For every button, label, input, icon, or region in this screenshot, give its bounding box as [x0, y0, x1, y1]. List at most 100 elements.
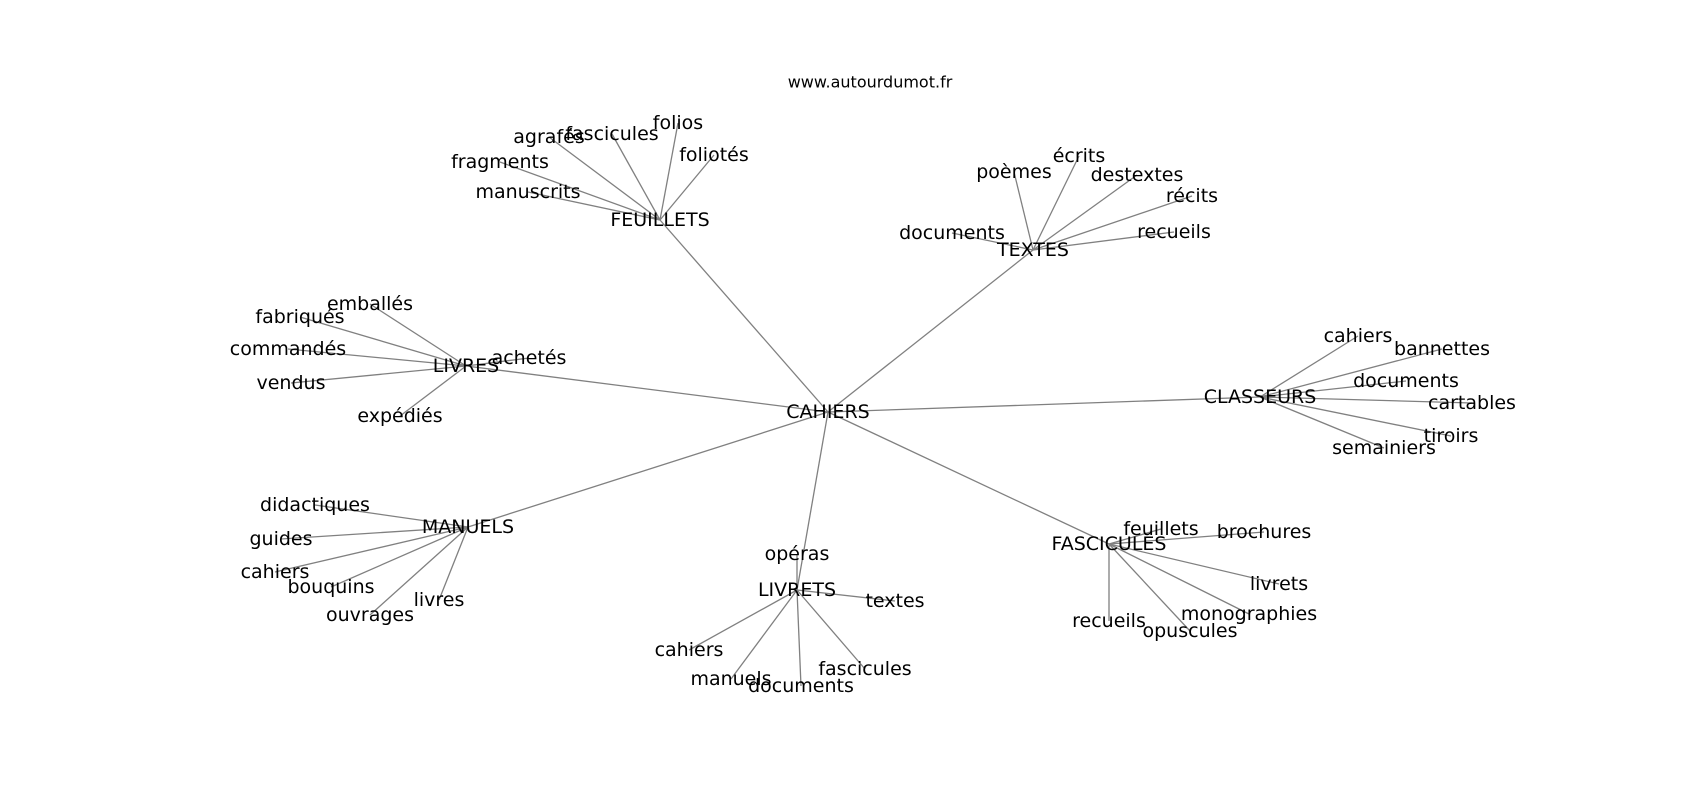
hub-node: LIVRETS — [758, 579, 836, 601]
edge-hub-to-word — [1108, 531, 1265, 545]
edge-hub-to-word — [287, 348, 467, 367]
edge-hub-to-word — [659, 154, 715, 221]
edge-hub-to-word — [1259, 380, 1407, 398]
edge-hub-to-word — [1032, 155, 1080, 251]
edge-center-to-hub — [827, 249, 1034, 413]
word-node: vendus — [257, 372, 326, 394]
edge-hub-to-word — [1032, 231, 1175, 251]
word-node: tiroirs — [1424, 425, 1479, 447]
source-url: www.autourdumot.fr — [788, 73, 953, 92]
word-node: ouvrages — [326, 604, 414, 626]
word-node: emballés — [327, 293, 413, 315]
edge-hub-to-word — [548, 136, 661, 221]
edge-hub-to-word — [1259, 348, 1443, 398]
edge-hub-to-word — [314, 504, 469, 528]
word-node: monographies — [1181, 603, 1317, 625]
edge-hub-to-word — [1259, 396, 1473, 404]
word-node: brochures — [1217, 521, 1312, 543]
word-node: destextes — [1091, 164, 1184, 186]
edge-center-to-hub — [467, 411, 829, 528]
edge-center-to-hub — [465, 365, 829, 413]
edge-center-to-hub — [796, 411, 829, 591]
word-node: folios — [653, 112, 703, 134]
hub-node: LIVRES — [433, 355, 499, 377]
word-node: opéras — [765, 543, 830, 565]
word-node: poèmes — [976, 161, 1051, 183]
word-node: fragments — [451, 151, 549, 173]
word-node: livres — [414, 589, 465, 611]
hub-node: FASCICULES — [1052, 533, 1167, 555]
hub-node: MANUELS — [422, 516, 514, 538]
word-node: feuillets — [1123, 518, 1198, 540]
word-node: cahiers — [655, 639, 724, 661]
word-node: achetés — [492, 347, 567, 369]
word-node: cartables — [1428, 392, 1516, 414]
word-node: didactiques — [260, 494, 370, 516]
word-node: documents — [1353, 370, 1459, 392]
word-node: bouquins — [287, 576, 374, 598]
word-node: livrets — [1250, 573, 1308, 595]
edge-hub-to-word — [1108, 528, 1162, 545]
edge-hub-to-word — [280, 526, 469, 540]
word-node: écrits — [1053, 145, 1106, 167]
word-node: guides — [249, 528, 312, 550]
word-node: fascicules — [818, 658, 911, 680]
edge-center-to-hub — [659, 219, 829, 413]
edge-center-to-hub — [827, 411, 1110, 545]
word-node: agrafés — [513, 126, 584, 148]
edge-hub-to-word — [1108, 543, 1191, 632]
edge-hub-to-word — [1259, 396, 1452, 437]
edge-hub-to-word — [465, 357, 530, 367]
word-node: bannettes — [1394, 338, 1490, 360]
edge-hub-to-word — [499, 161, 661, 221]
edge-hub-to-word — [274, 526, 469, 573]
word-node: manuels — [690, 668, 771, 690]
edge-hub-to-word — [1032, 195, 1193, 251]
edge-hub-to-word — [796, 589, 866, 670]
edge-hub-to-word — [659, 122, 679, 221]
edge-hub-to-word — [611, 133, 661, 221]
graph-labels: CAHIERSFEUILLETSfoliosfasciculesagrafésf… — [230, 112, 1516, 697]
word-node: textes — [865, 590, 924, 612]
edge-hub-to-word — [399, 365, 467, 417]
word-node: fabriqués — [255, 306, 344, 328]
edge-hub-to-word — [1108, 543, 1280, 585]
center-node: CAHIERS — [786, 401, 869, 423]
edge-hub-to-word — [330, 526, 469, 588]
edge-center-to-hub — [827, 396, 1261, 413]
word-node: foliotés — [679, 144, 749, 166]
edge-hub-to-word — [796, 589, 896, 602]
hub-node: TEXTES — [996, 239, 1069, 261]
word-node: opuscules — [1143, 620, 1238, 642]
graph-edges — [274, 122, 1473, 687]
word-node: documents — [899, 222, 1005, 244]
word-node: manuscrits — [475, 181, 580, 203]
edge-hub-to-word — [290, 365, 467, 384]
word-node: commandés — [230, 338, 346, 360]
hub-node: CLASSEURS — [1204, 386, 1317, 408]
word-node: recueils — [1137, 221, 1211, 243]
edge-hub-to-word — [369, 303, 467, 367]
word-node: cahiers — [241, 561, 310, 583]
edge-hub-to-word — [1032, 174, 1138, 251]
edge-hub-to-word — [299, 316, 467, 367]
edge-hub-to-word — [1259, 396, 1385, 449]
hub-node: FEUILLETS — [610, 209, 709, 231]
edge-hub-to-word — [527, 191, 661, 221]
edge-hub-to-word — [1259, 335, 1359, 398]
edge-hub-to-word — [1108, 543, 1250, 615]
word-node: semainiers — [1332, 437, 1436, 459]
edge-hub-to-word — [369, 526, 469, 616]
edge-hub-to-word — [730, 589, 798, 680]
word-node: récits — [1166, 185, 1218, 207]
word-node: fascicules — [565, 123, 658, 145]
word-node: documents — [748, 675, 854, 697]
word-node: expédiés — [357, 405, 442, 427]
word-node: cahiers — [1324, 325, 1393, 347]
edge-hub-to-word — [438, 526, 469, 601]
edge-hub-to-word — [1013, 171, 1034, 251]
word-node: recueils — [1072, 610, 1146, 632]
edge-hub-to-word — [688, 589, 798, 651]
edge-hub-to-word — [951, 232, 1034, 251]
